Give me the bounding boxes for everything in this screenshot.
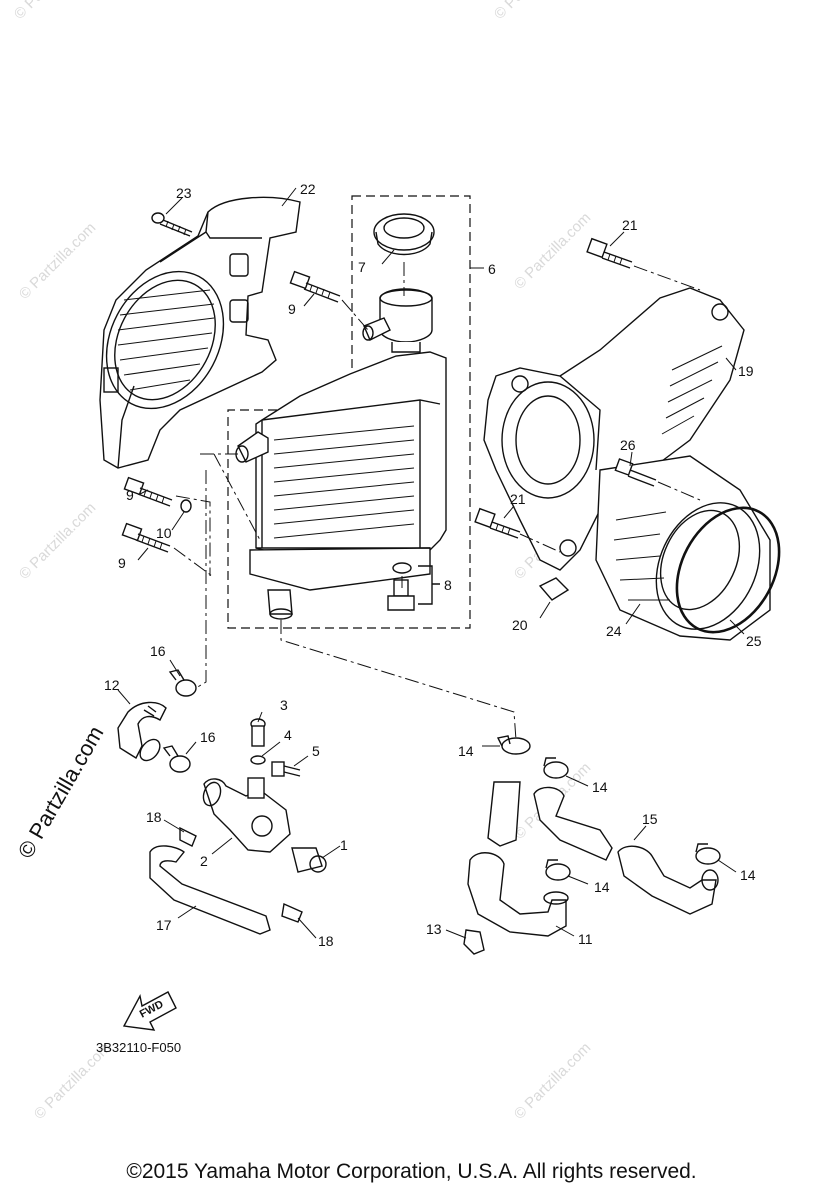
hose-11 xyxy=(467,781,569,937)
part-label-16-mid: 16 xyxy=(200,729,216,745)
part-label-14-b: 14 xyxy=(592,779,608,795)
clamp-14-a xyxy=(496,735,531,755)
part-label-3: 3 xyxy=(280,697,288,713)
fan-shroud xyxy=(99,196,301,469)
bolt-9-top xyxy=(289,270,341,303)
part-label-4: 4 xyxy=(284,727,292,743)
side-watermark: © Partzilla.com xyxy=(13,722,109,863)
part-label-17: 17 xyxy=(156,917,172,933)
radiator-cap xyxy=(373,213,435,256)
part-label-9-mid: 9 xyxy=(126,487,134,503)
bolt-3 xyxy=(250,718,266,747)
part-label-25: 25 xyxy=(746,633,762,649)
part-label-13: 13 xyxy=(426,921,442,937)
part-label-23: 23 xyxy=(176,185,192,201)
part-label-8: 8 xyxy=(444,577,452,593)
part-label-20: 20 xyxy=(512,617,528,633)
hose-17 xyxy=(149,845,271,935)
hose-12 xyxy=(117,701,167,762)
part-label-22: 22 xyxy=(300,181,316,197)
part-label-14-a: 14 xyxy=(458,743,474,759)
gasket-ring-25 xyxy=(675,506,781,634)
pipe-fitting-2 xyxy=(202,777,291,853)
part-label-1: 1 xyxy=(340,837,348,853)
hose-15 xyxy=(533,786,719,915)
part-label-26: 26 xyxy=(620,437,636,453)
bolt-9-low xyxy=(121,522,171,553)
part-label-9-low: 9 xyxy=(118,555,126,571)
watermark-text: © Partzilla.com xyxy=(11,0,94,23)
radiator-body xyxy=(235,288,447,620)
part-label-19: 19 xyxy=(738,363,754,379)
part-label-21-mid: 21 xyxy=(510,491,526,507)
part-label-14-d: 14 xyxy=(740,867,756,883)
diagram-code: 3B32110-F050 xyxy=(96,1040,181,1055)
watermark-text: © Partzilla.com xyxy=(511,209,594,292)
watermark-text: © Partzilla.com xyxy=(16,219,99,302)
part-label-7: 7 xyxy=(358,259,366,275)
alignment-lines xyxy=(173,262,701,741)
screw-23 xyxy=(151,212,193,237)
clamp-14-b xyxy=(543,757,569,779)
clip-13 xyxy=(463,929,485,955)
bolt-9-mid xyxy=(123,476,173,507)
part-label-9-top: 9 xyxy=(288,301,296,317)
part-label-18-low: 18 xyxy=(318,933,334,949)
part-label-2: 2 xyxy=(200,853,208,869)
leader-lines xyxy=(117,187,745,939)
part-label-16-top: 16 xyxy=(150,643,166,659)
clamp-18-top xyxy=(179,826,197,847)
clamp-16-top xyxy=(168,669,197,697)
crankcase-cover xyxy=(483,287,745,571)
bolt-21-mid xyxy=(474,507,521,539)
bolt-5 xyxy=(271,761,301,777)
bolt-26 xyxy=(614,458,657,487)
part-label-24: 24 xyxy=(606,623,622,639)
part-label-10: 10 xyxy=(156,525,172,541)
fwd-arrow-icon: FWD xyxy=(122,991,177,1031)
part-label-15: 15 xyxy=(642,811,658,827)
washer-4 xyxy=(250,755,266,765)
watermark-text: © Partzilla.com xyxy=(491,0,574,23)
clamp-14-d xyxy=(695,843,721,865)
part-label-6: 6 xyxy=(488,261,496,277)
bolt-21-top xyxy=(586,237,633,269)
watermark-text: © Partzilla.com xyxy=(511,1039,594,1122)
part-label-21-top: 21 xyxy=(622,217,638,233)
part-label-5: 5 xyxy=(312,743,320,759)
part-label-12: 12 xyxy=(104,677,120,693)
part-number-labels: 1 2 3 4 5 6 7 8 9 9 9 10 11 12 13 14 14 … xyxy=(104,181,762,949)
fan-housing xyxy=(595,455,771,641)
clamp-18-low xyxy=(281,902,303,923)
watermark-text: © Partzilla.com xyxy=(16,499,99,582)
copyright-text: ©2015 Yamaha Motor Corporation, U.S.A. A… xyxy=(126,1160,697,1183)
sensor-1 xyxy=(291,847,327,873)
part-label-14-c: 14 xyxy=(594,879,610,895)
clamp-14-c xyxy=(545,859,571,881)
clamp-16-mid xyxy=(162,745,191,773)
grommet-20 xyxy=(538,577,570,601)
drain-bolt-8 xyxy=(387,562,440,611)
part-label-11: 11 xyxy=(578,931,593,947)
washer-10 xyxy=(180,499,192,513)
part-label-18-top: 18 xyxy=(146,809,162,825)
